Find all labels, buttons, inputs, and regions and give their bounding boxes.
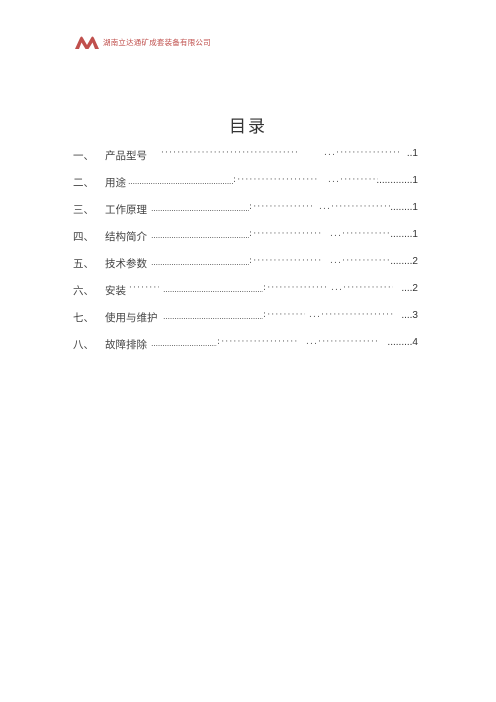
toc-entry-number: 五、 (73, 258, 94, 270)
dot-leader: :················· (263, 283, 326, 293)
toc-entry-page: ....2 (401, 283, 418, 294)
toc-entry-page: .........4 (387, 337, 418, 348)
toc-entry-page: ........2 (390, 256, 418, 267)
dot-leader: :·········· (263, 310, 305, 320)
dot-leader: :················· (249, 202, 312, 212)
dot-leader: ········ (129, 283, 159, 293)
toc-entry-page: ..1 (406, 148, 418, 159)
dot-leader: ...················· (319, 202, 391, 212)
toc-entry-page: .............1 (376, 175, 418, 186)
dot-leader: :······················· (217, 337, 299, 347)
toc-entry-number: 二、 (73, 177, 94, 189)
toc-entry-label: 使用与维护 (105, 312, 158, 324)
dot-leader: ...············· (330, 229, 390, 239)
toc-entry-number: 八、 (73, 339, 94, 351)
dot-leader: :··················· (249, 256, 323, 266)
toc-entry[interactable]: 八、 故障排除 ................................… (73, 337, 418, 364)
toc-entry-page: ....3 (401, 310, 418, 321)
toc-entry-label: 产品型号 (105, 150, 147, 162)
dot-leader: ........................................… (163, 312, 263, 321)
dot-leader: ...···················· (309, 310, 393, 320)
toc-entry[interactable]: 六、 安装 ········ .........................… (73, 283, 418, 310)
toc-title: 目录 (229, 117, 267, 137)
dot-leader: ...··················· (324, 148, 399, 158)
toc-entry-number: 七、 (73, 312, 94, 324)
table-of-contents: 一、 产品型号 ································… (73, 148, 418, 364)
toc-entry-page: ........1 (390, 229, 418, 240)
dot-leader: ........................................… (151, 204, 249, 213)
toc-entry[interactable]: 四、 结构简介 ................................… (73, 229, 418, 256)
dot-leader: :··················· (249, 229, 323, 239)
document-header: 湖南立达通矿成套装备有限公司 (74, 33, 211, 51)
dot-leader: ...················· (306, 337, 378, 347)
toc-entry-label: 工作原理 (105, 204, 147, 216)
dot-leader: ...············· (330, 256, 390, 266)
toc-entry[interactable]: 二、 用途 ..................................… (73, 175, 418, 202)
dot-leader: ........................................… (151, 258, 249, 267)
toc-entry[interactable]: 三、 工作原理 ................................… (73, 202, 418, 229)
dot-leader: ........................................… (151, 231, 249, 240)
toc-entry-page: ........1 (390, 202, 418, 213)
company-logo-icon (75, 36, 99, 49)
toc-entry-number: 三、 (73, 204, 94, 216)
dot-leader: ...·········· (328, 175, 378, 185)
dot-leader: ........................................… (151, 339, 217, 348)
dot-leader: :························· (233, 175, 319, 185)
dot-leader: ........................................… (163, 285, 263, 294)
toc-entry-label: 安装 (105, 285, 126, 297)
toc-entry-number: 四、 (73, 231, 94, 243)
toc-entry-label: 技术参数 (105, 258, 147, 270)
company-name: 湖南立达通矿成套装备有限公司 (103, 37, 211, 47)
dot-leader: ...·············· (331, 283, 393, 293)
toc-entry-number: 六、 (73, 285, 94, 297)
toc-entry-number: 一、 (73, 150, 94, 162)
toc-entry[interactable]: 一、 产品型号 ································… (73, 148, 418, 175)
dot-leader: ·································· (161, 148, 300, 158)
toc-entry[interactable]: 七、 使用与维护 ...............................… (73, 310, 418, 337)
toc-entry-label: 故障排除 (105, 339, 147, 351)
toc-entry[interactable]: 五、 技术参数 ................................… (73, 256, 418, 283)
dot-leader: ........................................… (128, 177, 233, 186)
toc-entry-label: 结构简介 (105, 231, 147, 243)
toc-entry-label: 用途 (105, 177, 126, 189)
